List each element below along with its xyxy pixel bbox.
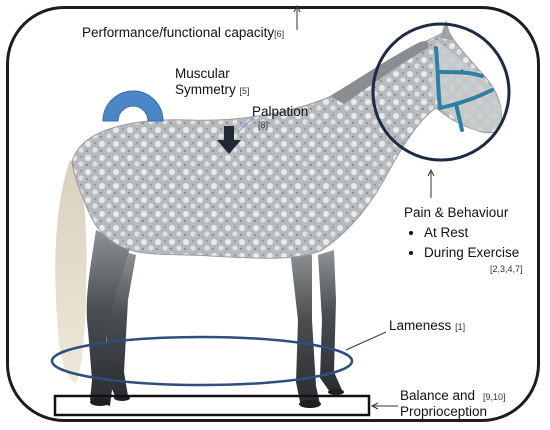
muscle-arc-icon [102, 90, 164, 122]
hoof [299, 400, 321, 408]
muscular-ref: [5] [239, 85, 250, 96]
halter [434, 46, 494, 132]
balance-label: Balance and Proprioception [400, 388, 487, 419]
palpation-text: Palpation [252, 104, 309, 119]
lameness-label: Lameness [1] [389, 318, 465, 334]
hoof [328, 389, 344, 395]
muscular-line2: Symmetry [175, 81, 236, 97]
pain-title: Pain & Behaviour [404, 205, 509, 220]
horse-far-fore-leg [318, 250, 342, 392]
performance-label: Performance/functional capacity[6] [82, 25, 284, 41]
head-highlight-circle [371, 22, 511, 162]
horse-head [430, 40, 502, 132]
hoof [90, 398, 110, 406]
balance-line2: Proprioception [400, 403, 488, 419]
lameness-ellipse [50, 335, 354, 387]
performance-pointer-head [293, 4, 301, 13]
performance-text: Performance/functional capacity [82, 25, 275, 40]
horse-body [71, 29, 502, 259]
horse-mane [330, 41, 429, 104]
horse-near-fore-leg [290, 250, 320, 404]
pain-item-rest: At Rest [424, 223, 523, 243]
pain-item-exercise: During Exercise [424, 243, 523, 263]
lameness-text: Lameness [389, 318, 452, 333]
horse-tail [55, 160, 87, 384]
balance-ref: [9,10] [483, 392, 506, 402]
horse-illustration [55, 20, 502, 408]
horse-ear [440, 20, 452, 40]
palpation-pointer [237, 115, 256, 133]
palpation-arrow-icon [217, 126, 241, 154]
palpation-ref: [8] [258, 119, 269, 130]
performance-ref: [6] [274, 29, 285, 39]
balance-platform-rect [53, 394, 371, 417]
muscular-line1: Muscular [175, 66, 230, 81]
outer-frame [6, 6, 540, 422]
pain-ref: [2,3,4,7] [490, 263, 523, 274]
lameness-ref: [1] [455, 322, 466, 332]
balance-line1: Balance and [400, 388, 476, 403]
pain-items: At Rest During Exercise [404, 223, 523, 263]
horse-far-hind-leg [104, 250, 136, 398]
muscular-symmetry-label: Muscular Symmetry [5] [175, 66, 250, 97]
lameness-pointer [345, 331, 387, 351]
balance-pointer-head [370, 402, 379, 410]
palpation-label: Palpation [8] [252, 104, 308, 130]
horse-near-hind-leg [86, 230, 130, 406]
pain-behaviour-label: Pain & Behaviour At Rest During Exercise… [404, 205, 523, 274]
pain-pointer-head [427, 168, 435, 177]
